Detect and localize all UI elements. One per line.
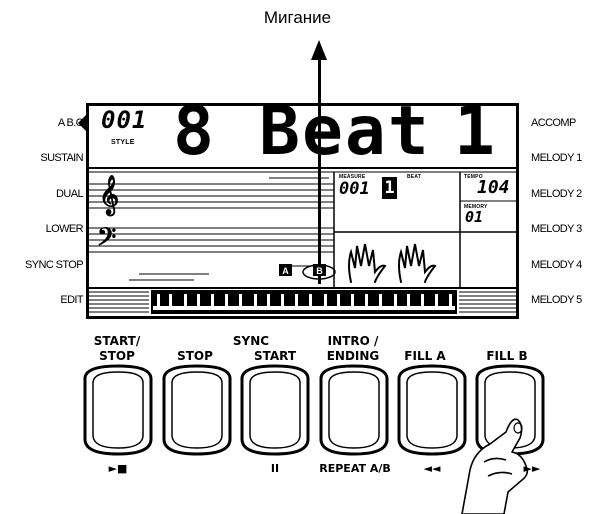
label-sync-stop: SYNC STOP	[25, 259, 84, 271]
label-accomp: ACCOMP	[531, 117, 576, 129]
tempo-value: 104	[477, 177, 510, 198]
arrow-up-icon	[311, 40, 327, 60]
style-big-number: 1	[454, 92, 495, 171]
beat-value: 1	[382, 177, 397, 199]
sync-group-label: SYNC	[232, 334, 270, 348]
fill-a-button[interactable]	[399, 366, 465, 454]
svg-text:𝄢: 𝄢	[97, 223, 116, 258]
label-dual: DUAL	[56, 188, 84, 200]
play-stop-icon: ►■	[108, 462, 128, 475]
measure-caption: MEASURE	[339, 174, 366, 180]
label-abc: A B.C	[57, 117, 84, 129]
start-stop-button[interactable]	[85, 366, 151, 454]
memory-value: 01	[465, 208, 484, 226]
lcd-display: 001 STYLE 8 Beat 1	[86, 98, 519, 319]
label-melody-2: MELODY 2	[531, 188, 582, 200]
label-sustain: SUSTAIN	[40, 152, 83, 164]
label-melody-3: MELODY 3	[531, 223, 582, 235]
label-melody-1: MELODY 1	[531, 152, 582, 164]
lcd-grid: 𝄞 𝄢	[89, 167, 516, 314]
indicator-arrow-icon	[78, 115, 86, 131]
beat-caption: BEAT	[407, 174, 422, 180]
style-name: Beat	[259, 92, 431, 171]
blink-callout-label: Мигание	[263, 8, 332, 27]
start-stop-label: START/STOP	[93, 334, 141, 363]
section-a-indicator: A	[279, 264, 292, 276]
fill-b-label: FILL B	[486, 349, 528, 363]
pause-icon: II	[270, 462, 280, 475]
fill-a-label: FILL A	[404, 349, 446, 363]
repeat-ab-label: REPEAT A/B	[319, 462, 391, 475]
label-melody-5: MELODY 5	[531, 294, 582, 306]
fill-b-button[interactable]	[477, 366, 543, 454]
intro-ending-label: INTRO /ENDING	[326, 334, 380, 363]
intro-ending-button[interactable]	[321, 366, 387, 454]
label-lower: LOWER	[45, 223, 84, 235]
measure-value: 001	[339, 179, 370, 199]
sync-start-label: START	[253, 349, 297, 363]
sync-stop-button[interactable]	[164, 366, 230, 454]
memory-caption: MEMORY	[464, 204, 488, 210]
tempo-caption: TEMPO	[464, 174, 483, 180]
label-melody-4: MELODY 4	[531, 259, 582, 271]
style-big-digit: 8	[173, 92, 214, 171]
svg-text:𝄞: 𝄞	[99, 175, 119, 217]
fast-forward-icon: ►►	[523, 462, 541, 475]
label-edit: EDIT	[60, 294, 83, 306]
callout-arrow-line	[318, 58, 321, 284]
rewind-icon: ◄◄	[423, 462, 441, 475]
section-b-indicator: B	[313, 264, 326, 276]
sync-stop-label: STOP	[177, 349, 213, 363]
sync-start-button[interactable]	[242, 366, 308, 454]
style-number: 001	[101, 106, 148, 134]
style-caption: STYLE	[111, 139, 135, 146]
